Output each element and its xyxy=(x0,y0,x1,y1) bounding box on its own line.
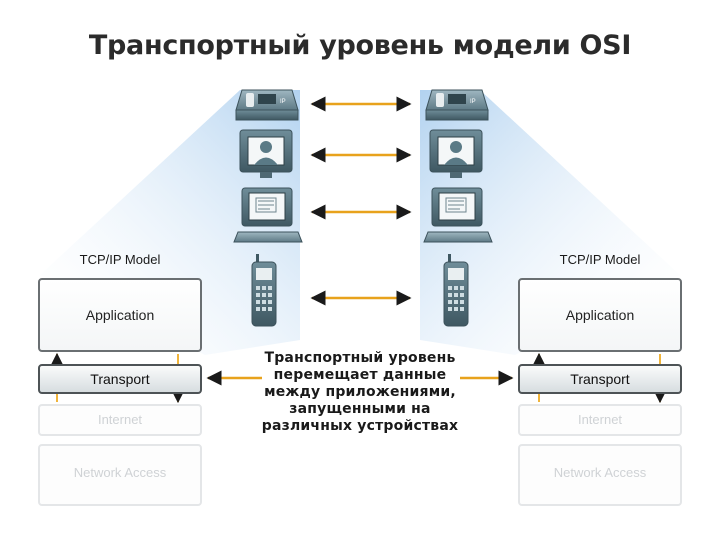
left-layer-application: Application xyxy=(38,278,202,352)
slide-title: Транспортный уровень модели OSI xyxy=(88,30,632,61)
left-model-label: TCP/IP Model xyxy=(79,252,161,267)
left-video-phone-icon xyxy=(239,129,293,178)
right-mobile-phone-icon xyxy=(443,254,469,327)
note-line: между приложениями, xyxy=(264,384,456,400)
right-model-label: TCP/IP Model xyxy=(559,252,641,267)
transport-note: Транспортный уровень перемещает данные м… xyxy=(260,350,460,435)
note-line: запущенными на xyxy=(289,401,431,417)
left-ip-phone-icon: IP xyxy=(235,89,299,121)
right-video-phone-icon xyxy=(429,129,483,178)
right-layer-application: Application xyxy=(518,278,682,352)
right-layer-transport: Transport xyxy=(518,364,682,394)
note-line: различных устройствах xyxy=(261,418,459,434)
note-line: Транспортный уровень xyxy=(264,350,456,366)
left-layer-transport: Transport xyxy=(38,364,202,394)
left-layer-internet: Internet xyxy=(38,404,202,436)
right-layer-internet: Internet xyxy=(518,404,682,436)
right-ip-phone-icon: IP xyxy=(425,89,489,121)
left-layer-network-access: Network Access xyxy=(38,444,202,506)
left-mobile-phone-icon xyxy=(251,254,277,327)
note-line: перемещает данные xyxy=(273,367,447,383)
right-layer-network-access: Network Access xyxy=(518,444,682,506)
svg-text:IP: IP xyxy=(280,99,286,105)
left-computer-icon xyxy=(233,187,303,243)
svg-text:IP: IP xyxy=(470,99,476,105)
right-computer-icon xyxy=(423,187,493,243)
